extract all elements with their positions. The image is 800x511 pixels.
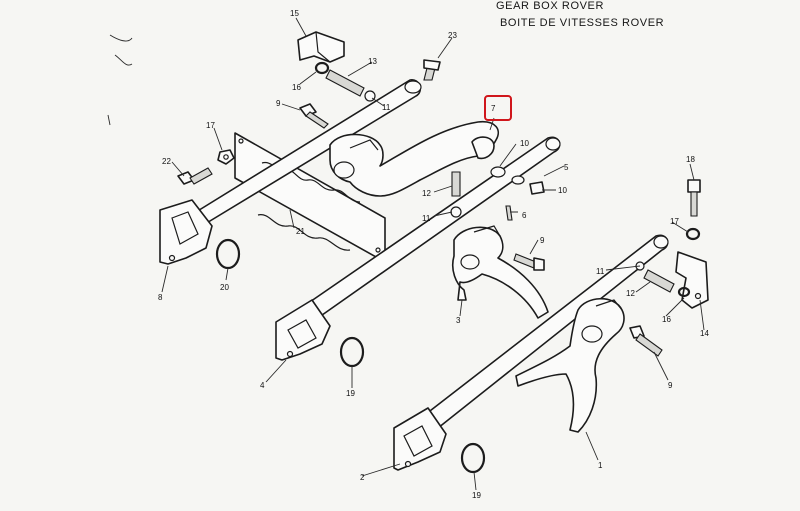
callout-15: 15 <box>290 9 299 18</box>
selector-rod-2 <box>393 234 669 471</box>
callout-1: 1 <box>598 461 603 470</box>
spring-12-right <box>643 269 675 293</box>
callout-17-left: 17 <box>206 121 215 130</box>
callout-13: 13 <box>368 57 377 66</box>
callout-2: 2 <box>360 473 365 482</box>
callout-9-center: 9 <box>540 236 545 245</box>
bolt-22 <box>177 167 213 185</box>
spring-13 <box>325 69 365 97</box>
callout-23: 23 <box>448 31 457 40</box>
callout-14: 14 <box>700 329 709 338</box>
pencil-mark <box>107 34 133 126</box>
callout-10-a: 10 <box>520 139 529 148</box>
callout-16-top: 16 <box>292 83 301 92</box>
nut-17-right <box>685 227 701 241</box>
o-ring-19-low <box>460 442 486 474</box>
ball-11-center <box>450 206 462 218</box>
callout-16-right: 16 <box>662 315 671 324</box>
callout-10-b: 10 <box>558 186 567 195</box>
highlight-box-part-7 <box>484 95 512 121</box>
end-bracket-14 <box>675 251 709 309</box>
callout-3: 3 <box>456 316 461 325</box>
o-ring-20 <box>215 238 241 270</box>
callout-11-top: 11 <box>382 103 391 112</box>
bolt-9-top <box>299 103 329 129</box>
bolt-18 <box>687 179 701 217</box>
bolt-9-center <box>513 253 545 271</box>
washer-16-right <box>677 286 691 298</box>
callout-9-right: 9 <box>668 381 673 390</box>
callout-19-mid: 19 <box>346 389 355 398</box>
bracket-15 <box>297 31 345 63</box>
callout-21: 21 <box>296 227 305 236</box>
callout-9-top: 9 <box>276 99 281 108</box>
shift-fork-1 <box>515 297 625 433</box>
callout-22: 22 <box>162 157 171 166</box>
callout-18: 18 <box>686 155 695 164</box>
bolt-23 <box>423 59 441 81</box>
callout-5: 5 <box>564 163 569 172</box>
plug-10-a <box>490 166 525 185</box>
washer-16-top <box>314 61 330 75</box>
bolt-9-right <box>629 325 663 357</box>
callout-12-center: 12 <box>422 189 431 198</box>
title-line-french: BOITE DE VITESSES ROVER <box>500 17 664 29</box>
callout-11-center: 11 <box>422 214 431 223</box>
nut-17-left <box>217 149 235 165</box>
callout-12-right: 12 <box>626 289 635 298</box>
selector-rod-4 <box>275 136 561 361</box>
shift-lever-7 <box>329 120 500 197</box>
callout-7: 7 <box>491 104 496 113</box>
callout-4: 4 <box>260 381 265 390</box>
selector-rod-8 <box>159 79 422 265</box>
callout-8: 8 <box>158 293 163 302</box>
callout-11-right: 11 <box>596 267 605 276</box>
pin-6 <box>505 205 513 221</box>
callout-20: 20 <box>220 283 229 292</box>
plug-10-b <box>529 181 545 195</box>
spring-12-center <box>451 171 461 197</box>
shift-fork-3 <box>451 225 549 319</box>
callout-6: 6 <box>522 211 527 220</box>
callout-19-low: 19 <box>472 491 481 500</box>
callout-17-right: 17 <box>670 217 679 226</box>
o-ring-19-mid <box>339 336 365 368</box>
title-line-english: GEAR BOX ROVER <box>496 0 604 12</box>
